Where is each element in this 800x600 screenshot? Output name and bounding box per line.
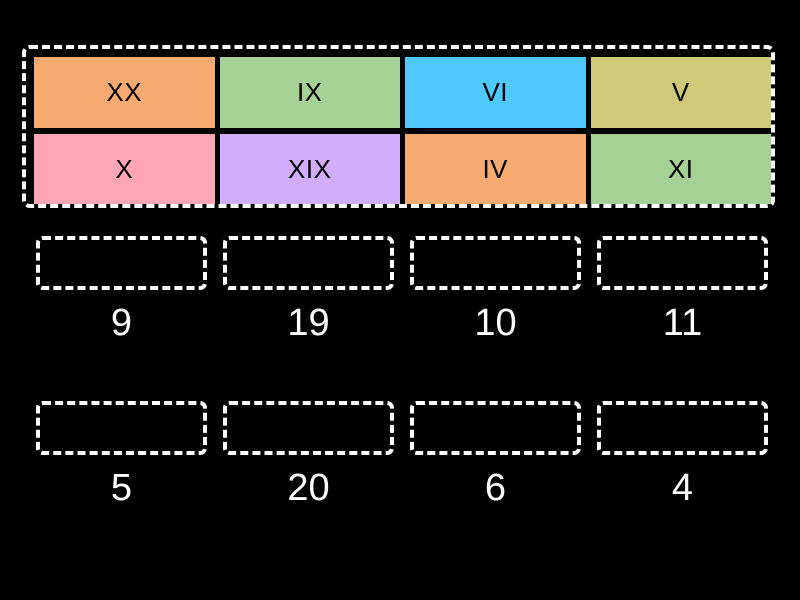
answer-cell-5: 5	[36, 401, 207, 507]
tile-v[interactable]: V	[590, 57, 771, 128]
tile-grid: XX IX VI V X XIX IV XI	[34, 57, 771, 204]
dropzone-10[interactable]	[410, 236, 581, 290]
answer-cell-11: 11	[597, 236, 768, 342]
dropzone-20[interactable]	[223, 401, 394, 455]
answer-cell-4: 4	[597, 401, 768, 507]
tile-xi[interactable]: XI	[590, 133, 771, 204]
dropzone-9[interactable]	[36, 236, 207, 290]
answer-label-5: 5	[110, 467, 133, 509]
tile-ix[interactable]: IX	[219, 57, 400, 128]
tile-xx[interactable]: XX	[34, 57, 215, 128]
dropzone-5[interactable]	[36, 401, 207, 455]
answer-cell-6: 6	[410, 401, 581, 507]
answer-cell-20: 20	[223, 401, 394, 507]
tile-iv[interactable]: IV	[405, 133, 586, 204]
tile-bank: XX IX VI V X XIX IV XI	[22, 45, 775, 208]
dropzone-4[interactable]	[597, 401, 768, 455]
answer-label-6: 6	[484, 467, 507, 509]
answer-row-2: 5 20 6 4	[36, 401, 768, 507]
answer-cell-19: 19	[223, 236, 394, 342]
answer-label-20: 20	[287, 467, 330, 509]
answer-label-11: 11	[662, 302, 703, 344]
dropzone-11[interactable]	[597, 236, 768, 290]
dropzone-19[interactable]	[223, 236, 394, 290]
dropzone-6[interactable]	[410, 401, 581, 455]
answer-cell-9: 9	[36, 236, 207, 342]
answer-label-10: 10	[474, 302, 517, 344]
answer-label-19: 19	[287, 302, 330, 344]
answer-cell-10: 10	[410, 236, 581, 342]
tile-x[interactable]: X	[34, 133, 215, 204]
tile-vi[interactable]: VI	[405, 57, 586, 128]
answer-label-4: 4	[671, 467, 694, 509]
answer-label-9: 9	[110, 302, 133, 344]
answer-row-1: 9 19 10 11	[36, 236, 768, 342]
tile-xix[interactable]: XIX	[219, 133, 400, 204]
